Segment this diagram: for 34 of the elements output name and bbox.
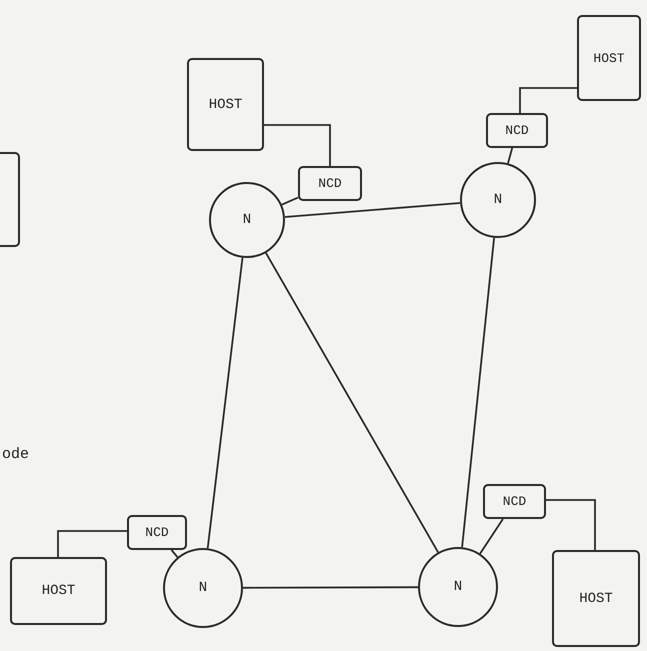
connector-line xyxy=(479,518,504,554)
host-box xyxy=(486,113,548,148)
host-box xyxy=(127,515,187,550)
node-label: N xyxy=(454,579,462,595)
connector-line xyxy=(170,549,178,558)
node-label: HOST xyxy=(42,583,76,599)
connector-line xyxy=(507,148,514,164)
node-label: HOST xyxy=(593,50,625,66)
host-box xyxy=(10,557,107,625)
node-label: NCD xyxy=(502,494,526,509)
host-box xyxy=(187,58,264,151)
connector-line xyxy=(546,499,596,550)
host-box xyxy=(483,484,546,519)
connector-line xyxy=(461,238,495,548)
node-label: HOST xyxy=(579,590,613,606)
host-box xyxy=(298,166,362,201)
node-label: NCD xyxy=(318,176,342,191)
node-label: N xyxy=(494,192,502,208)
node-label: NCD xyxy=(145,525,169,540)
text-fragment: ode xyxy=(2,446,30,463)
connector-line xyxy=(281,196,298,206)
host-box xyxy=(552,550,640,647)
connector-line xyxy=(243,586,418,589)
connector-line xyxy=(519,87,577,113)
connector-line xyxy=(57,530,127,557)
node-label: N xyxy=(242,212,252,228)
connector-line xyxy=(206,258,244,548)
connector-line xyxy=(284,202,460,218)
node-label: N xyxy=(198,580,208,596)
host-box xyxy=(577,15,641,101)
connector-line xyxy=(265,252,439,553)
connector-line xyxy=(264,124,331,166)
node-label: HOST xyxy=(208,96,242,112)
node-label: NCD xyxy=(505,123,529,138)
